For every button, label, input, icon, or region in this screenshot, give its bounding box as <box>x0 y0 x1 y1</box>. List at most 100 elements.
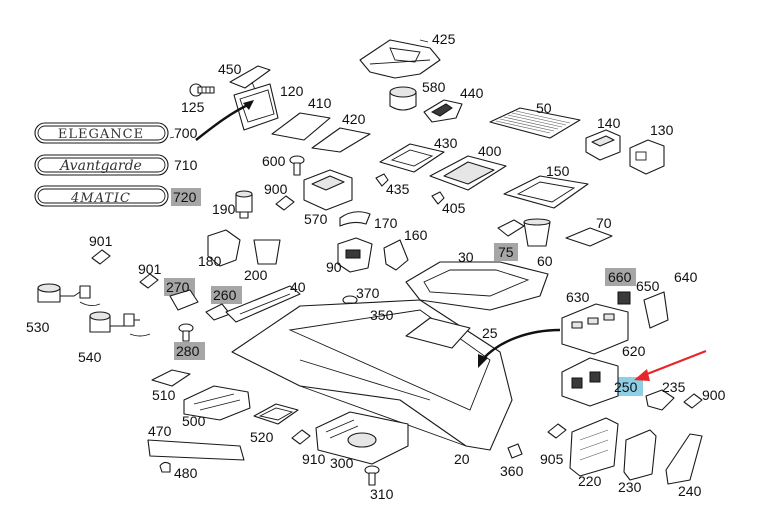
label-270: 270 <box>166 279 190 295</box>
label-70: 70 <box>596 215 612 231</box>
label-180: 180 <box>198 253 222 269</box>
part-230-holder <box>623 429 657 481</box>
part-25-tray <box>405 317 471 349</box>
label-400: 400 <box>478 143 502 159</box>
label-75: 75 <box>498 244 514 260</box>
part-300-base-unit <box>315 411 409 465</box>
part-425-bracket <box>359 39 441 79</box>
label-570: 570 <box>304 211 328 227</box>
label-350: 350 <box>370 307 394 323</box>
part-410-mat <box>271 112 331 141</box>
part-435-clip <box>375 173 389 187</box>
part-510-tray <box>151 369 191 387</box>
label-300: 300 <box>330 455 354 471</box>
label-510: 510 <box>152 387 176 403</box>
label-200: 200 <box>244 267 268 283</box>
part-901b-cap <box>139 273 159 289</box>
part-420-mat <box>311 127 371 153</box>
label-905: 905 <box>540 451 564 467</box>
label-30: 30 <box>458 249 474 265</box>
label-170: 170 <box>374 215 398 231</box>
label-440: 440 <box>460 85 484 101</box>
label-520: 520 <box>250 429 274 445</box>
part-640-cover <box>643 291 669 329</box>
label-25: 25 <box>482 325 498 341</box>
label-600: 600 <box>262 153 286 169</box>
label-720: 720 <box>173 189 197 205</box>
part-570-housing <box>303 169 353 211</box>
part-280-screw <box>178 323 194 342</box>
part-50-roller-cover <box>489 107 581 139</box>
part-90-assembly <box>337 237 373 273</box>
part-430-frame <box>379 143 445 173</box>
highlight-75 <box>494 243 518 261</box>
part-235-part <box>645 389 675 411</box>
part-600-screw <box>289 155 305 176</box>
badge-elegance-text: ELEGANCE <box>58 127 144 142</box>
part-190-socket <box>235 190 253 219</box>
badge-avantgarde-text: Avantgarde <box>58 158 142 174</box>
part-170-tray <box>339 211 371 227</box>
part-500-bracket <box>183 385 251 421</box>
part-200-cup <box>253 239 281 265</box>
highlight-280 <box>174 342 205 360</box>
label-50: 50 <box>536 100 552 116</box>
badge-4matic-text: 4MATIC <box>70 191 131 206</box>
part-900a-cap <box>275 195 295 211</box>
badge-elegance: ELEGANCE <box>34 122 169 144</box>
label-310: 310 <box>370 486 394 502</box>
label-230: 230 <box>618 479 642 495</box>
highlight-260 <box>211 286 242 304</box>
label-130: 130 <box>650 122 674 138</box>
label-700: 700 <box>174 125 198 141</box>
part-140-box <box>585 129 621 161</box>
label-430: 430 <box>434 135 458 151</box>
part-440-holder <box>423 99 463 123</box>
label-530: 530 <box>26 319 50 335</box>
label-435: 435 <box>386 181 410 197</box>
part-240-panel <box>665 433 703 485</box>
part-530-usb-cable <box>37 283 101 307</box>
label-90: 90 <box>326 259 342 275</box>
part-270-bracket <box>169 289 199 311</box>
label-540: 540 <box>78 349 102 365</box>
part-160-bracket <box>383 239 409 271</box>
label-140: 140 <box>597 115 621 131</box>
arrow-25-to-console <box>481 328 561 361</box>
label-420: 420 <box>342 111 366 127</box>
label-480: 480 <box>174 465 198 481</box>
part-70-mat <box>565 227 613 247</box>
part-40-rail <box>225 285 301 323</box>
part-580-cup <box>389 86 417 111</box>
label-900b: 900 <box>702 387 726 403</box>
part-60-cup <box>523 218 551 247</box>
label-150: 150 <box>546 163 570 179</box>
part-180-bracket <box>207 229 241 267</box>
label-220: 220 <box>578 473 602 489</box>
part-360-nut <box>507 443 523 459</box>
part-901a-cap <box>91 249 111 265</box>
label-450: 450 <box>218 61 242 77</box>
label-660: 660 <box>608 269 632 285</box>
part-250-vent <box>561 357 619 407</box>
part-310-screw <box>364 465 380 486</box>
part-220-panel <box>569 417 619 477</box>
label-425: 425 <box>432 31 456 47</box>
part-75-clip <box>497 219 525 237</box>
label-620: 620 <box>622 343 646 359</box>
label-235: 235 <box>662 379 686 395</box>
part-130-switch-block <box>629 139 665 175</box>
label-500: 500 <box>182 413 206 429</box>
label-470: 470 <box>148 423 172 439</box>
part-905-cap <box>547 423 567 439</box>
label-125: 125 <box>181 99 205 115</box>
part-660-switch <box>617 291 631 305</box>
arrow-700-to-120 <box>195 102 251 141</box>
label-370: 370 <box>356 285 380 301</box>
label-900a: 900 <box>264 181 288 197</box>
label-250: 250 <box>614 379 638 395</box>
part-125-screw <box>189 83 215 97</box>
label-580: 580 <box>422 79 446 95</box>
label-901b: 901 <box>138 261 162 277</box>
label-260: 260 <box>213 287 237 303</box>
